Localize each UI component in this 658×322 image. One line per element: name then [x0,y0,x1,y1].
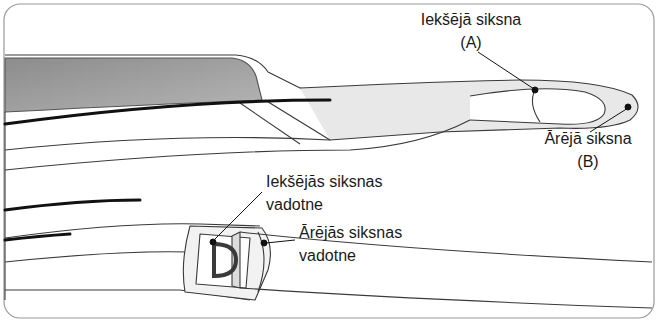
strap-outline [5,55,652,308]
d-ring [214,244,236,276]
label-holder: Iekšējā siksna (A) [412,8,530,54]
part-label: Iekšējās siksnas vadotne [266,170,398,216]
part-label: Ārējās siksnas vadotne [299,221,423,267]
part-label: Iekšējā siksna (A) [412,8,530,54]
seam-lines [5,100,330,240]
label-holder: Iekšējās siksnas vadotne [266,170,398,216]
label-holder: Ārējā siksna (B) [536,127,640,173]
part-label: Ārējā siksna (B) [536,127,640,173]
leader-lines [210,52,631,246]
label-holder: Ārējās siksnas vadotne [299,221,423,267]
frame [4,4,654,318]
